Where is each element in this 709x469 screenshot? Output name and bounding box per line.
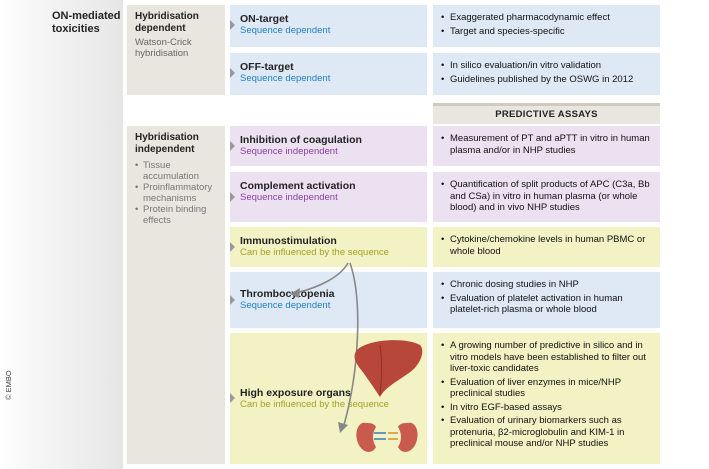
list-item: Evaluation of urinary biomarkers such as… <box>441 415 652 450</box>
high-exposure-organs-assays: A growing number of predictive in silico… <box>433 333 660 464</box>
row-title: ON-target <box>240 13 289 25</box>
list-item: In vitro EGF-based assays <box>441 402 652 414</box>
row-subtitle: Sequence independent <box>240 146 338 157</box>
row-subtitle: Can be influenced by the sequence <box>240 247 389 258</box>
panel-tab-icon <box>230 20 235 30</box>
hybridisation-dependent-subtitle: Watson-Crick hybridisation <box>135 37 192 59</box>
row-subtitle: Sequence independent <box>240 192 338 203</box>
liver-icon <box>354 340 423 397</box>
hybridisation-dependent-box: Hybridisation dependent Watson-Crick hyb… <box>127 5 225 95</box>
hybridisation-independent-list: Tissue accumulation Proinflammatory mech… <box>135 160 217 226</box>
immunostimulation-assays: Cytokine/chemokine levels in human PBMC … <box>433 227 660 267</box>
predictive-assays-header: PREDICTIVE ASSAYS <box>433 106 660 124</box>
hybridisation-dependent-title: Hybridisation dependent <box>135 11 199 34</box>
thrombocytopenia-assays: Chronic dosing studies in NHP Evaluation… <box>433 272 660 328</box>
panel-tab-icon <box>230 68 235 78</box>
list-item: Target and species-specific <box>441 26 652 38</box>
list-item: Protein binding effects <box>135 204 217 226</box>
panel-tab-icon <box>230 242 235 252</box>
copyright-label: © EMBO <box>4 370 13 400</box>
row-title: Thrombocytopenia <box>240 288 335 300</box>
off-target-panel: OFF-target Sequence dependent <box>230 53 427 95</box>
panel-tab-icon <box>230 192 235 202</box>
organ-illustration-layer <box>290 262 423 452</box>
list-item: Evaluation of platelet activation in hum… <box>441 293 652 316</box>
row-title: OFF-target <box>240 61 294 73</box>
off-target-assays: In silico evaluation/in vitro validation… <box>433 53 660 95</box>
curved-arrow <box>290 262 349 298</box>
panel-tab-icon <box>230 393 235 403</box>
category-column <box>0 0 123 469</box>
list-item: Measurement of PT and aPTT in vitro in h… <box>441 133 652 156</box>
panel-tab-icon <box>230 141 235 151</box>
hybridisation-independent-title: Hybridisation independent <box>135 132 199 155</box>
list-item: Guidelines published by the OSWG in 2012 <box>441 74 652 86</box>
list-item: In silico evaluation/in vitro validation <box>441 60 652 72</box>
list-item: Tissue accumulation <box>135 160 217 182</box>
row-subtitle: Sequence dependent <box>240 25 331 36</box>
panel-tab-icon <box>230 295 235 305</box>
list-item: Exaggerated pharmacodynamic effect <box>441 12 652 24</box>
curved-arrow <box>338 262 359 433</box>
row-title: High exposure organs <box>240 387 351 399</box>
coagulation-panel: Inhibition of coagulation Sequence indep… <box>230 126 427 166</box>
immunostimulation-panel: Immunostimulation Can be influenced by t… <box>230 227 427 267</box>
row-title: Immunostimulation <box>240 235 337 247</box>
on-target-assays: Exaggerated pharmacodynamic effect Targe… <box>433 5 660 47</box>
list-item: Quantification of split products of APC … <box>441 179 652 214</box>
kidney-icon <box>356 422 418 452</box>
complement-panel: Complement activation Sequence independe… <box>230 172 427 222</box>
list-item: Chronic dosing studies in NHP <box>441 279 652 291</box>
row-title: Complement activation <box>240 180 356 192</box>
row-subtitle: Sequence dependent <box>240 300 331 311</box>
predictive-assays-header-bar <box>433 103 660 106</box>
complement-assays: Quantification of split products of APC … <box>433 172 660 222</box>
coagulation-assays: Measurement of PT and aPTT in vitro in h… <box>433 126 660 166</box>
list-item: Proinflammatory mechanisms <box>135 182 217 204</box>
list-item: Cytokine/chemokine levels in human PBMC … <box>441 234 652 257</box>
list-item: Evaluation of liver enzymes in mice/NHP … <box>441 377 652 400</box>
row-title: Inhibition of coagulation <box>240 134 362 146</box>
hybridisation-independent-box: Hybridisation independent Tissue accumul… <box>127 126 225 464</box>
list-item: A growing number of predictive in silico… <box>441 340 652 375</box>
on-mediated-toxicities-title: ON-mediated toxicities <box>52 10 121 35</box>
on-target-panel: ON-target Sequence dependent <box>230 5 427 47</box>
row-subtitle: Sequence dependent <box>240 73 331 84</box>
row-subtitle: Can be influenced by the sequence <box>240 399 389 410</box>
